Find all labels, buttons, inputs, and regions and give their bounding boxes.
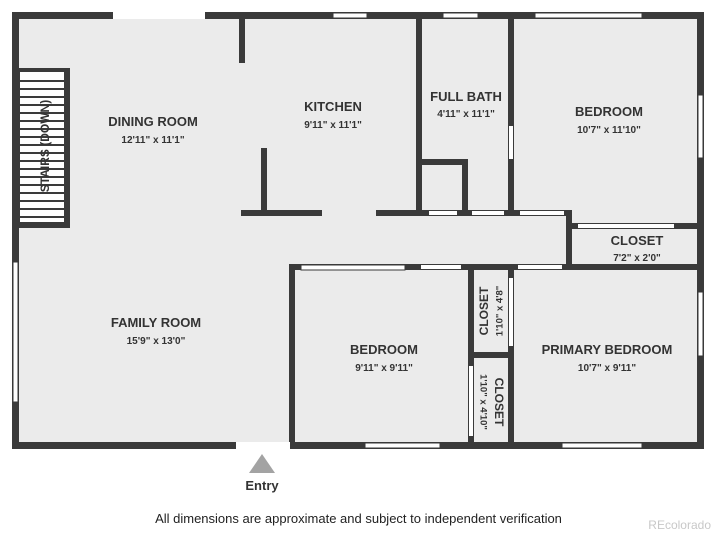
room-dims-primary-bedroom: 10'7" x 9'11" [578,363,636,374]
door-opening [509,278,513,346]
door-opening [472,211,504,215]
door-opening [509,126,513,159]
window [332,12,368,19]
watermark: REcolorado [648,518,711,532]
entry-arrow-icon [249,454,275,473]
disclaimer: All dimensions are approximate and subje… [155,511,562,526]
floor-area [14,14,702,447]
room-dims-kitchen: 9'11" x 11'1" [304,120,362,131]
door-opening [578,224,674,228]
room-dims-full-bath: 4'11" x 11'1" [437,109,495,120]
window [300,264,406,271]
stairs-label: STAIRS (DOWN) [38,100,52,192]
room-name-bedroom-top: BEDROOM [575,104,643,119]
room-labels: DINING ROOM 12'11" x 11'1" KITCHEN 9'11"… [108,89,672,430]
window [534,12,643,19]
room-name-primary-bedroom: PRIMARY BEDROOM [542,342,673,357]
room-dims-dining-room: 12'11" x 11'1" [121,135,184,146]
window [12,261,19,403]
door-opening [518,265,562,269]
room-name-kitchen: KITCHEN [304,99,362,114]
room-name-dining-room: DINING ROOM [108,114,198,129]
room-dims-family-room: 15'9" x 13'0" [127,336,186,347]
room-name-closet-upper: CLOSET [477,286,491,335]
window [442,12,479,19]
room-dims-closet-upper: 1'10" x 4'8" [495,286,506,337]
window [561,442,643,449]
room-dims-bedroom-top: 10'7" x 11'10" [577,125,641,136]
door-opening [520,211,564,215]
entry-door [236,442,290,449]
window [697,291,704,357]
windows [12,12,704,449]
door-opening [421,265,461,269]
stairs: STAIRS (DOWN) [16,68,70,228]
window [113,12,205,19]
room-name-family-room: FAMILY ROOM [111,315,201,330]
room-name-closet-lower: CLOSET [492,378,506,427]
room-dims-bedroom-middle: 9'11" x 9'11" [355,363,413,374]
window [697,94,704,159]
entry-label: Entry [245,478,279,493]
room-name-closet-right: CLOSET [611,233,664,248]
room-dims-closet-lower: 1'10" x 4'10" [477,374,488,430]
room-name-bedroom-middle: BEDROOM [350,342,418,357]
room-name-full-bath: FULL BATH [430,89,502,104]
door-opening [469,366,473,436]
window [364,442,441,449]
room-dims-closet-right: 7'2" x 2'0" [613,253,661,264]
door-opening [429,211,457,215]
floor-plan: STAIRS (DOWN) DINING ROOM 12'11" x 11'1"… [12,12,704,493]
